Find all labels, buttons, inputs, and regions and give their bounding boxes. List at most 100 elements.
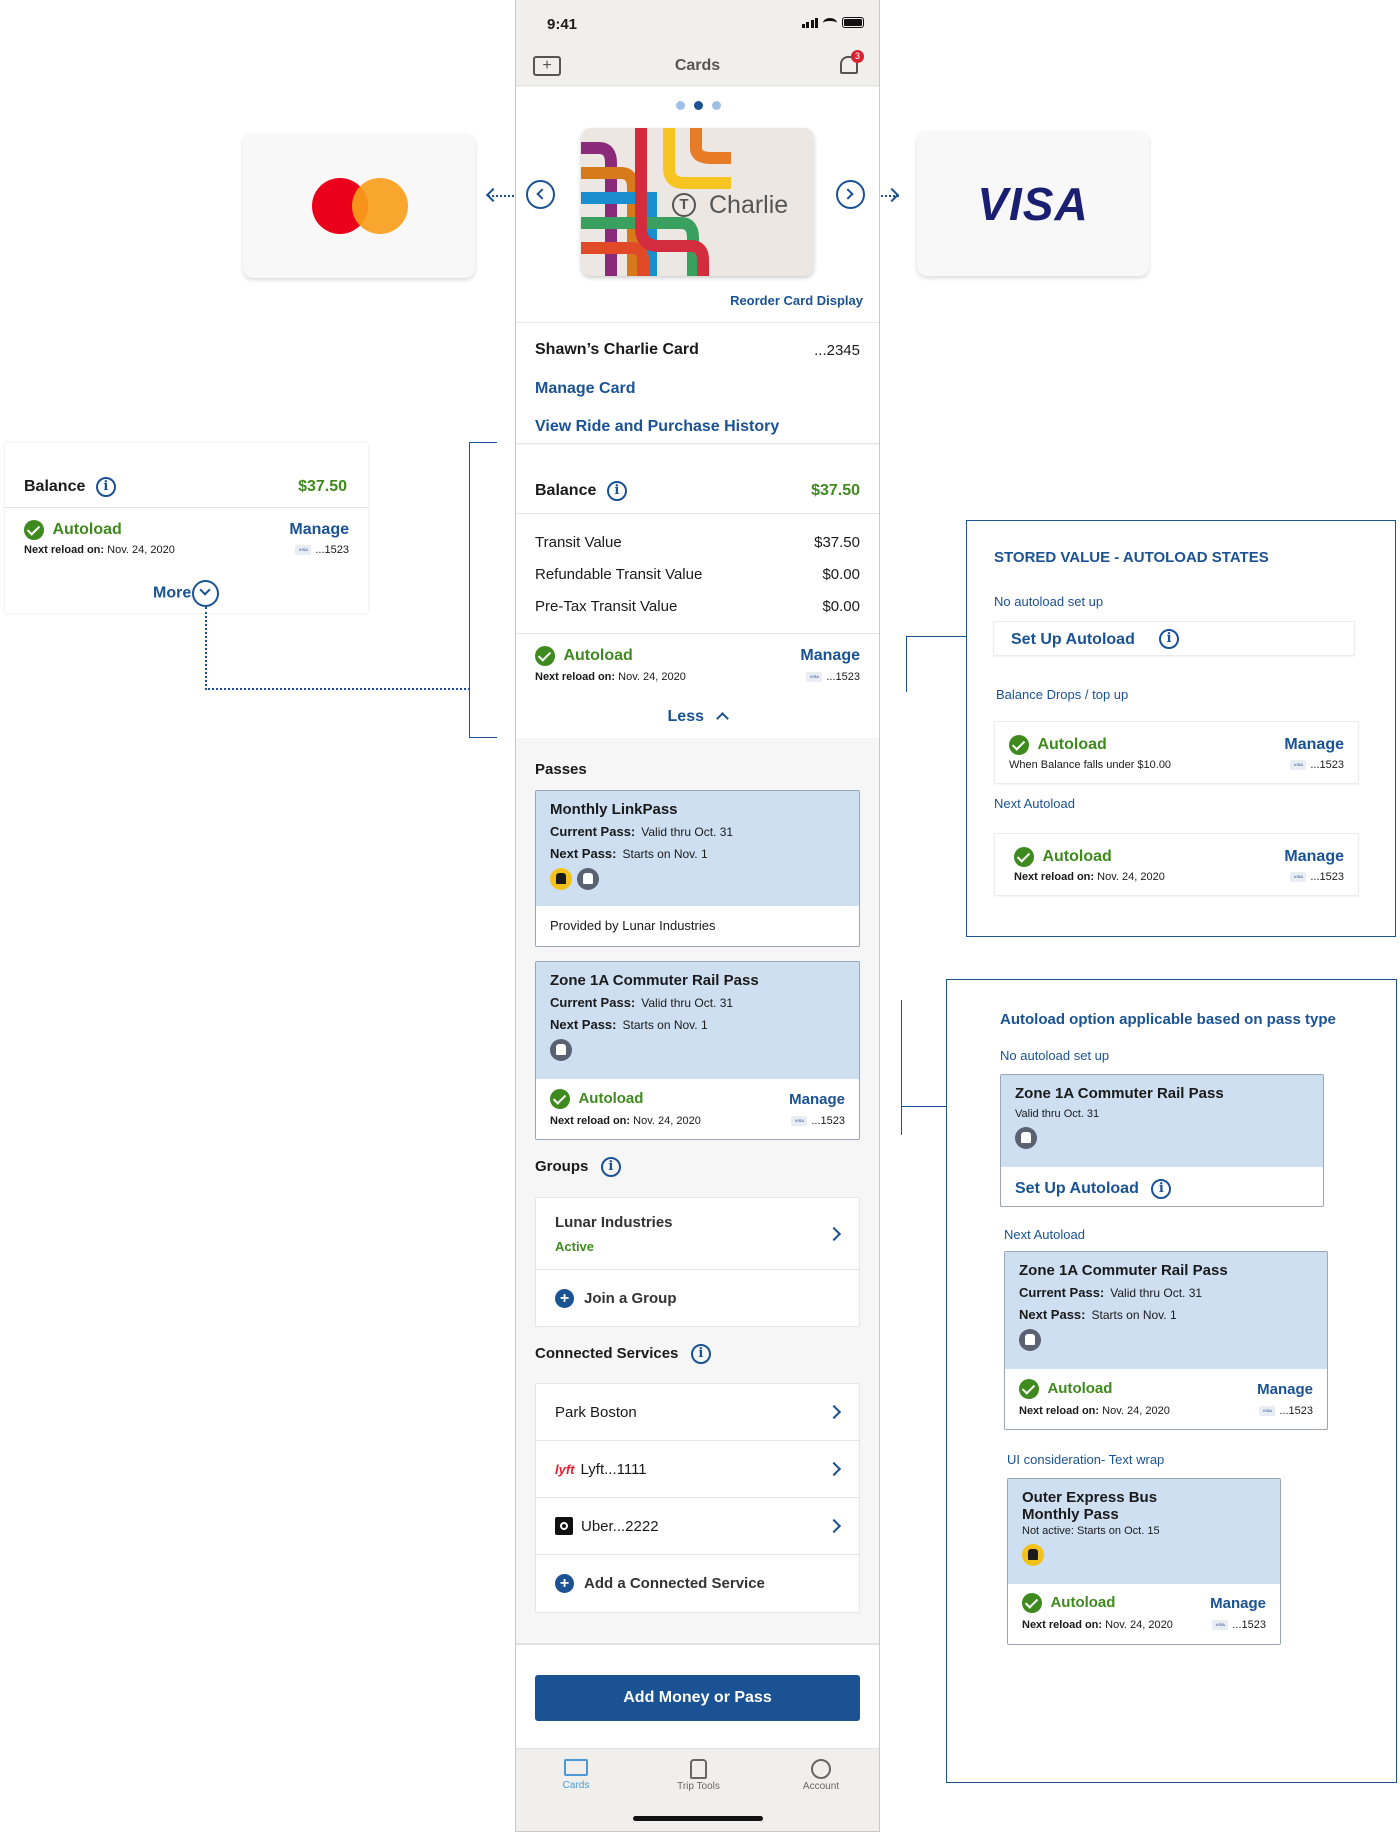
pass-manage-link[interactable]: Manage [1210,1594,1266,1612]
home-indicator [633,1816,763,1821]
groups-list: Lunar Industries Active + Join a Group [535,1197,860,1327]
more-button[interactable]: More [153,580,219,607]
info-icon[interactable]: i [606,481,627,501]
charlie-card-image[interactable]: T Charlie [581,128,814,276]
pass-title: Zone 1A Commuter Rail Pass [1015,1085,1224,1102]
add-money-button[interactable]: Add Money or Pass [535,1675,860,1721]
info-icon[interactable]: i [600,1157,621,1177]
autoload-manage-link[interactable]: Manage [800,647,860,664]
visa-mini-icon: VISA [1290,760,1307,771]
chevron-right-icon [826,1404,842,1420]
next-reload-label: Next reload on: [1014,871,1095,883]
autoload-card-last4: ...1523 [826,671,860,683]
pass-valid: Valid thru Oct. 31 [1015,1108,1100,1120]
carousel-next-button[interactable] [836,180,865,209]
more-connector-horizontal [205,688,470,690]
stored-value-bracket-vert [906,636,907,692]
add-card-icon[interactable]: + [533,56,561,76]
tab-trip-tools[interactable]: Trip Tools [666,1759,731,1792]
pass-card-commuter-rail[interactable]: Zone 1A Commuter Rail Pass Current Pass:… [535,961,860,1140]
collapsed-manage-link[interactable]: Manage [289,521,349,538]
autoload-manage-link[interactable]: Manage [1284,848,1344,865]
info-icon[interactable]: i [1151,1179,1172,1199]
next-reload-date: Nov. 24, 2020 [1097,871,1165,883]
connected-heading: Connected Services [535,1345,679,1363]
pass-status: Not active: Starts on Oct. 15 [1022,1525,1160,1537]
join-group-label: Join a Group [584,1290,677,1307]
collapsed-balance-card: Balance i $37.50 Autoload Manage Next re… [5,443,368,613]
visa-logo: VISA [977,178,1089,230]
current-pass-value: Valid thru Oct. 31 [641,825,734,839]
right-arrowhead-icon [884,187,900,203]
balance-drops-label: Balance Drops / top up [996,687,1129,702]
pass-card-next-autoload[interactable]: Zone 1A Commuter Rail Pass Current Pass:… [1004,1251,1328,1430]
pass-card-text-wrap[interactable]: Outer Express Bus Monthly Pass Not activ… [1007,1478,1281,1645]
transit-value-label: Transit Value [535,534,622,551]
manage-card-link[interactable]: Manage Card [535,380,636,397]
next-pass-label: Next Pass: [550,1017,617,1032]
autoload-label: Autoload [1050,1594,1116,1612]
connected-item-park-boston[interactable]: Park Boston [536,1384,859,1441]
next-reload-date: Nov. 24, 2020 [1105,1619,1173,1631]
balance-label: Balance [535,482,597,500]
next-autoload-label: Next Autoload [1004,1227,1085,1242]
less-button[interactable]: Less [516,708,879,726]
bell-icon[interactable]: 3 [840,50,864,74]
card-last4: ...1523 [811,1115,845,1127]
join-group-row[interactable]: + Join a Group [536,1270,859,1327]
tab-cards[interactable]: Cards [551,1759,601,1791]
collapsed-next-reload-date: Nov. 24, 2020 [107,544,175,556]
reorder-card-link[interactable]: Reorder Card Display [730,293,863,308]
info-icon[interactable]: i [95,477,116,497]
pretax-value: $0.00 [822,598,860,615]
carousel-prev-button[interactable] [526,180,555,209]
collapsed-card-last4: ...1523 [315,544,349,556]
notification-badge: 3 [851,50,864,63]
setup-autoload-card[interactable]: Set Up Autoload i [993,621,1355,656]
app-header: 9:41 + Cards 3 [516,0,879,86]
pass-title: Zone 1A Commuter Rail Pass [550,972,759,989]
pass-manage-link[interactable]: Manage [789,1090,845,1108]
chevron-right-icon [826,1518,842,1534]
balance-bracket [469,442,497,738]
card-icon [564,1759,588,1776]
mastercard-card[interactable] [243,133,475,278]
connected-item-uber[interactable]: Uber...2222 [536,1498,859,1555]
add-connected-service-row[interactable]: + Add a Connected Service [536,1555,859,1612]
charlie-card-name: Charlie [709,191,789,219]
next-pass-value: Starts on Nov. 1 [622,847,708,861]
check-circle-icon [550,1089,570,1109]
card-info-section: Shawn’s Charlie Card ...2345 Manage Card… [516,322,879,444]
pass-manage-link[interactable]: Manage [1257,1380,1313,1398]
check-circle-icon [24,520,44,540]
tab-account[interactable]: Account [791,1759,851,1792]
setup-autoload-label: Set Up Autoload [1011,631,1135,648]
check-circle-icon [535,646,555,666]
info-icon[interactable]: i [690,1344,711,1364]
current-pass-value: Valid thru Oct. 31 [1110,1286,1203,1300]
pass-card-no-autoload[interactable]: Zone 1A Commuter Rail Pass Valid thru Oc… [1000,1074,1324,1207]
pass-card-linkpass[interactable]: Monthly LinkPass Current Pass:Valid thru… [535,790,860,947]
setup-autoload-label[interactable]: Set Up Autoload [1015,1180,1139,1198]
check-circle-icon [1019,1379,1039,1399]
pass-bracket-horiz [901,1106,946,1107]
ride-history-link[interactable]: View Ride and Purchase History [535,418,780,435]
next-reload-date: Nov. 24, 2020 [618,671,686,683]
connected-list: Park Boston lyft Lyft...1111 Uber...2222… [535,1383,860,1613]
autoload-label: Autoload [563,647,633,665]
when-balance-text: When Balance falls under $10.00 [1009,759,1172,771]
next-reload-label: Next reload on: [1022,1619,1103,1631]
pass-title-line2: Monthly Pass [1022,1506,1119,1523]
connected-item-lyft[interactable]: lyft Lyft...1111 [536,1441,859,1498]
autoload-manage-link[interactable]: Manage [1284,736,1344,753]
next-pass-label: Next Pass: [1019,1307,1086,1322]
info-icon[interactable]: i [1159,629,1179,649]
balance-section: Balance i $37.50 Transit Value$37.50 Ref… [516,445,879,738]
group-status: Active [555,1238,595,1254]
chevron-down-circle-icon [191,580,219,607]
group-item[interactable]: Lunar Industries Active [536,1198,859,1270]
card-carousel: T Charlie Reorder Card Display [516,87,879,322]
visa-card[interactable]: VISA [917,131,1149,276]
passes-heading: Passes [535,761,587,778]
check-circle-icon [1022,1593,1042,1613]
